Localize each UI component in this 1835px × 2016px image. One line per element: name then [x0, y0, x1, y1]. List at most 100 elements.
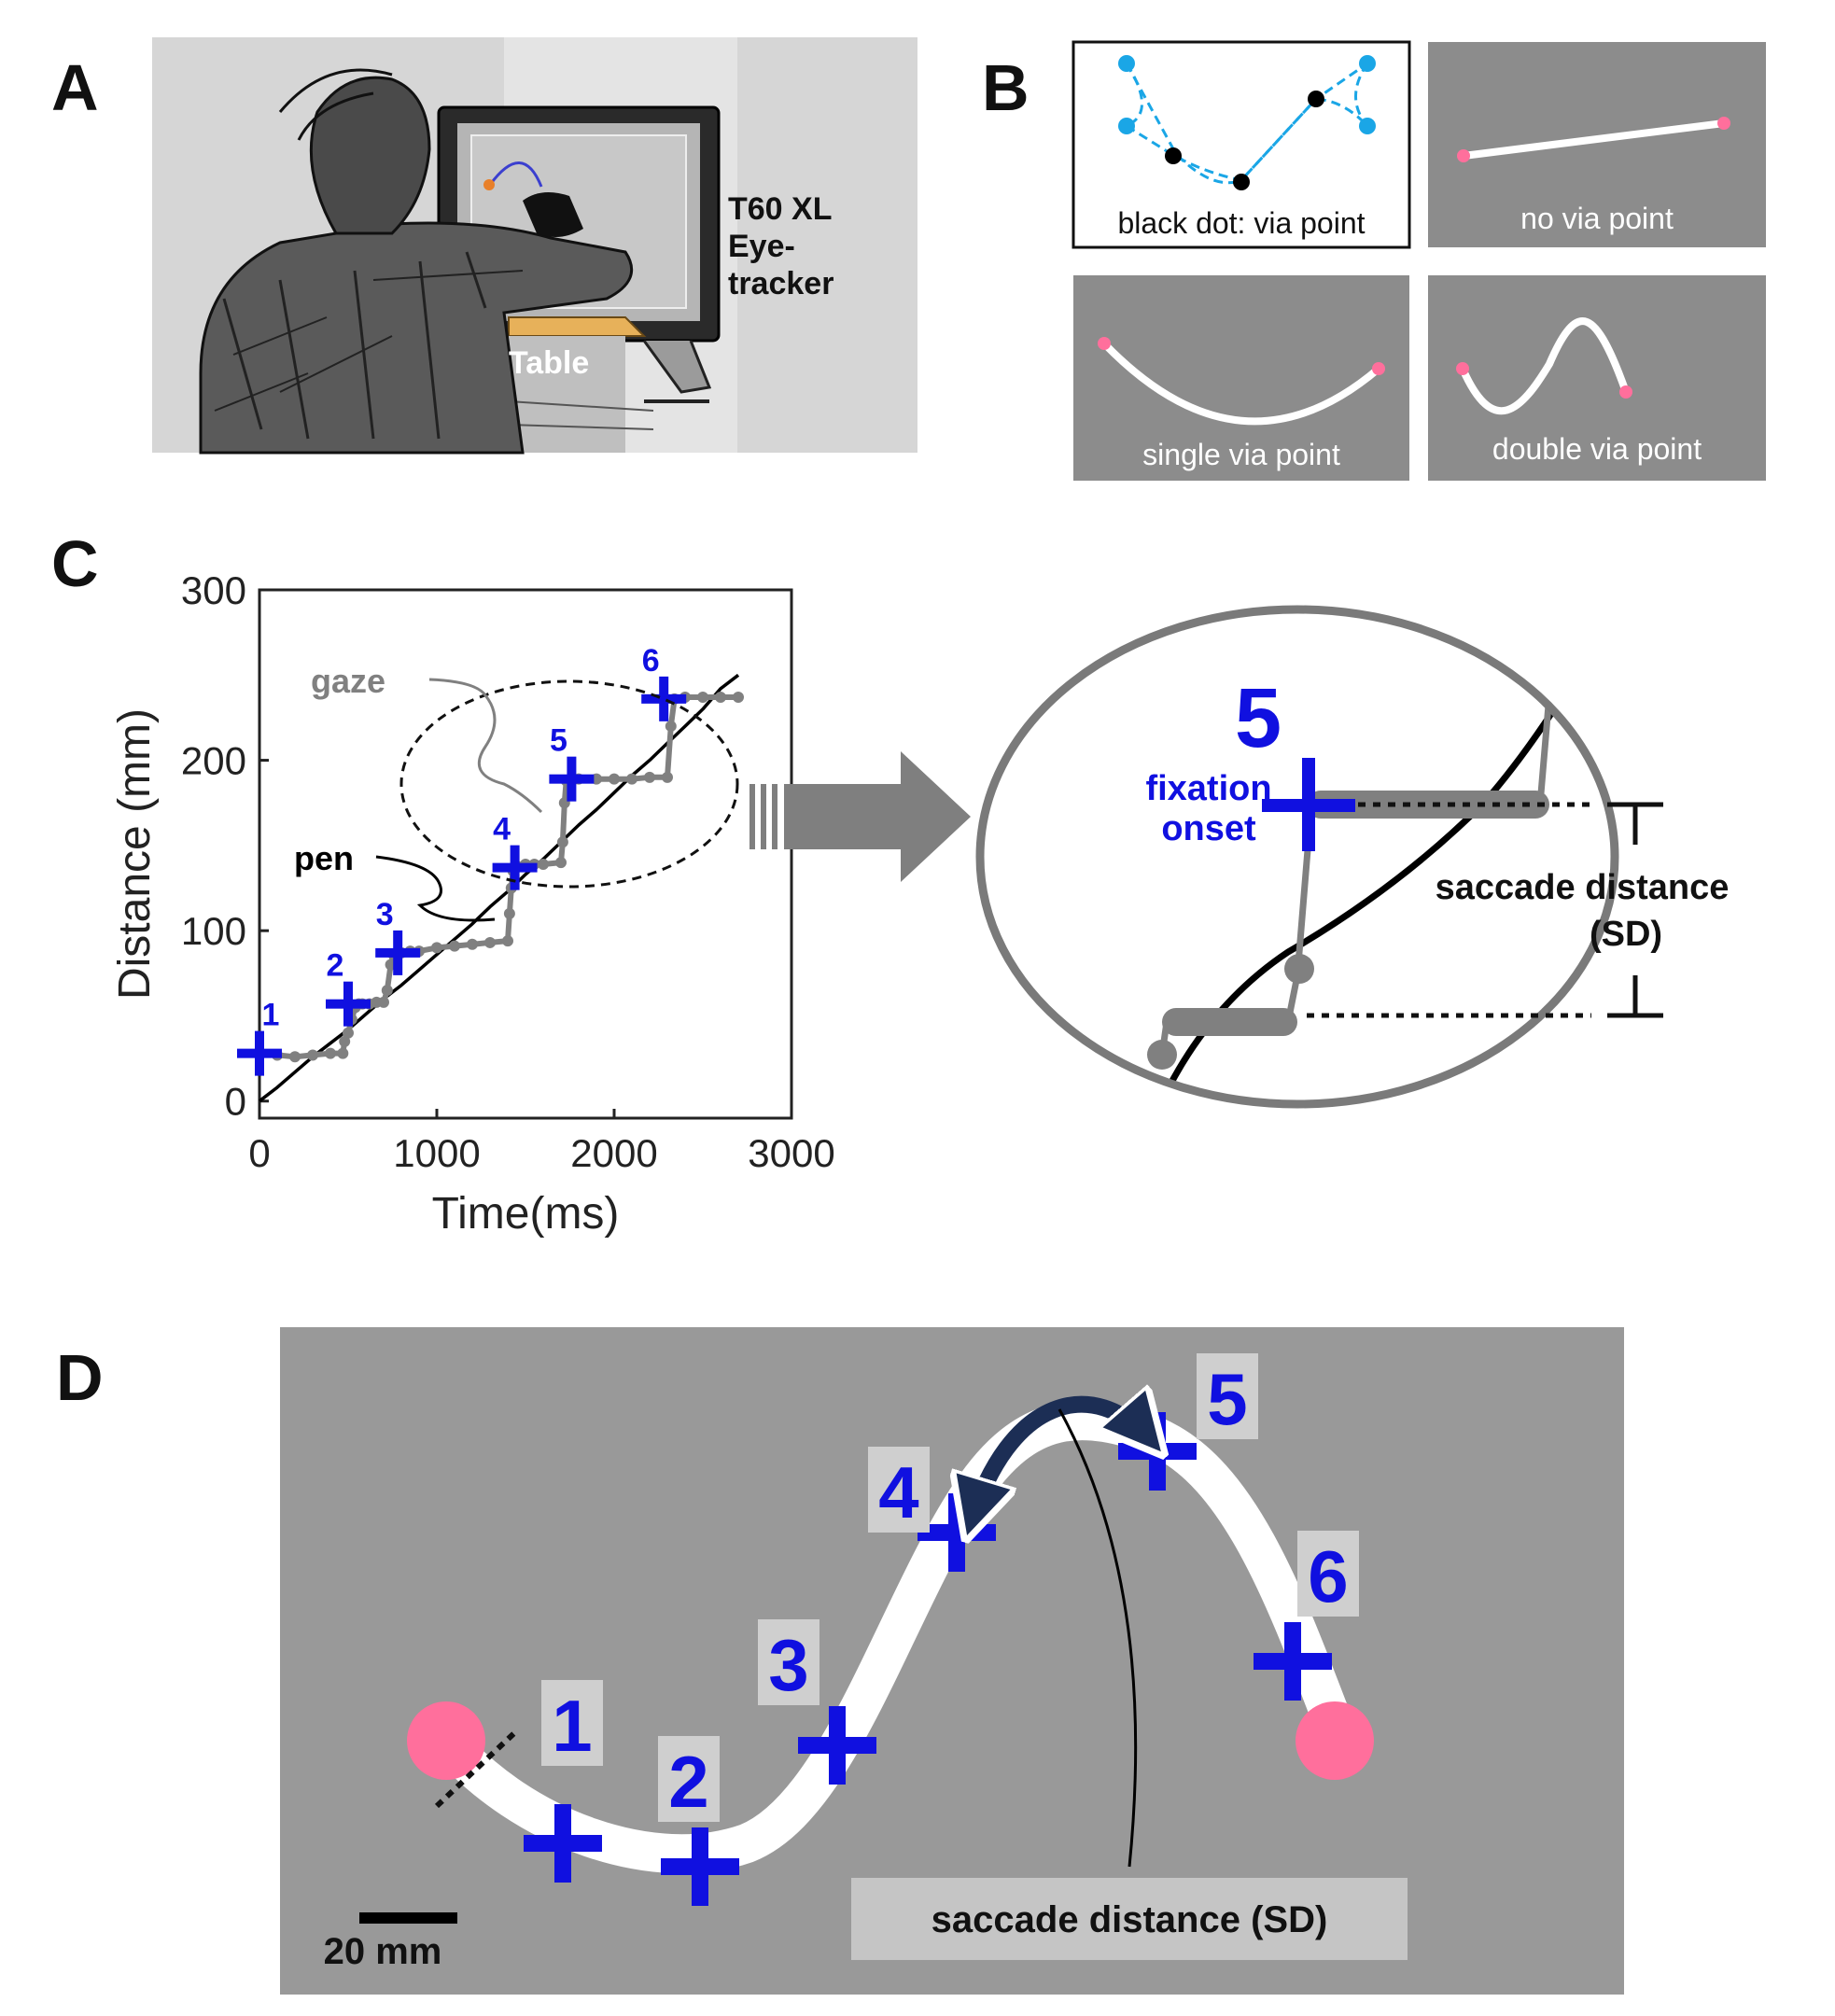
zoom-arrow — [749, 751, 971, 882]
start-marker-line — [434, 1729, 519, 1809]
panel-label-d: D — [56, 1341, 104, 1414]
number-box — [758, 1619, 819, 1705]
fixation-cross — [393, 930, 403, 975]
zoom-region-ellipse — [399, 679, 739, 889]
scale-bar-label: 20 mm — [324, 1931, 442, 1972]
y-axis-label: Distance (mm) — [110, 708, 160, 1000]
gaze-sample — [662, 771, 673, 783]
x-tick-label: 1000 — [393, 1131, 480, 1175]
sd-caption-box — [851, 1878, 1408, 1960]
fixation-number: 5 — [1207, 1358, 1247, 1440]
fixation-number: 6 — [642, 643, 660, 679]
panel-label-a: A — [51, 51, 99, 124]
gaze-sample — [337, 1047, 349, 1059]
device-label: T60 XL — [728, 191, 832, 227]
fixation-cross — [659, 676, 669, 721]
fixation-cross — [554, 1804, 571, 1883]
y-tick-label: 0 — [225, 1080, 246, 1124]
gaze-sample — [626, 773, 637, 785]
cell-caption: no via point — [1520, 202, 1674, 235]
panel-b-cell-single-via-point: single via point — [1073, 275, 1409, 481]
target-dot — [1359, 55, 1376, 72]
fixation-cross — [948, 1493, 965, 1572]
gaze-sample — [343, 1027, 354, 1039]
table-illustration — [508, 316, 654, 453]
zoom-ellipse-border — [975, 605, 1619, 1109]
gaze-sample — [484, 936, 496, 948]
fixation-number: 4 — [493, 812, 511, 847]
gaze-sample — [609, 773, 620, 785]
gaze-sample — [289, 1051, 301, 1063]
target-dot — [1359, 118, 1376, 134]
chart-series — [254, 673, 744, 1103]
pen-callout-line — [375, 855, 496, 922]
table-label: Table — [509, 345, 589, 381]
fixation-number: 5 — [550, 723, 567, 759]
x-tick-label: 3000 — [748, 1131, 834, 1175]
cell-caption: black dot: via point — [1117, 206, 1365, 240]
gaze-sample — [449, 940, 460, 952]
fixation-cross — [343, 981, 353, 1027]
fixation-cross — [255, 1030, 264, 1076]
gaze-sample — [378, 996, 389, 1008]
fixation-number: 6 — [1308, 1535, 1348, 1617]
fixation-onset-label: onset — [1161, 809, 1256, 848]
gaze-sample — [325, 1047, 336, 1059]
panel-b-cell-no-via-point: no via point — [1428, 42, 1766, 247]
fixation-number: 2 — [668, 1741, 708, 1823]
gaze-label: gaze — [311, 662, 385, 700]
x-tick-label: 2000 — [570, 1131, 657, 1175]
gaze-sample — [502, 935, 513, 947]
sd-bracket — [1607, 802, 1663, 1018]
gaze-sample — [733, 692, 744, 704]
fixation-number: 1 — [262, 998, 280, 1033]
gaze-sample — [697, 692, 708, 704]
fixation-number: 3 — [376, 897, 394, 932]
number-box — [1297, 1531, 1359, 1617]
device-label: tracker — [728, 266, 833, 301]
via-point-dot — [1233, 174, 1250, 190]
fixation-number: 2 — [327, 948, 344, 984]
fixation-number: 4 — [878, 1451, 918, 1533]
number-box — [1197, 1353, 1258, 1439]
zoom-inset: 5 fixation onset saccade distance (SD) — [975, 605, 1730, 1109]
y-tick-label: 300 — [181, 568, 246, 612]
sd-label: saccade distance — [1436, 868, 1730, 907]
gaze-sample — [307, 1049, 318, 1061]
end-dot — [1296, 1701, 1374, 1780]
gaze-sample — [467, 938, 478, 950]
panel-label-b: B — [982, 51, 1030, 124]
target-dot — [1118, 118, 1135, 134]
gaze-sample — [555, 857, 567, 869]
fixation-cross — [510, 845, 520, 890]
gaze-sample — [503, 907, 515, 919]
gaze-sample — [665, 721, 677, 733]
panel-label-c: C — [51, 527, 99, 600]
gaze-callout-line — [428, 678, 543, 814]
fixation-cross — [829, 1706, 846, 1785]
gaze-sample — [538, 858, 549, 870]
gaze-sample — [381, 985, 393, 997]
zoom-ellipse-fill — [980, 609, 1615, 1104]
device-label: Eye- — [728, 229, 795, 264]
plot-frame — [258, 588, 793, 1120]
sd-callout-line — [1058, 1408, 1138, 1868]
number-box — [658, 1736, 720, 1822]
y-tick-label: 100 — [181, 909, 246, 953]
fixation-cross — [1149, 1412, 1166, 1491]
zoom-fixation-cross — [1262, 758, 1355, 851]
zoom-fixation-number: 5 — [1235, 672, 1282, 765]
via-point-dot — [1165, 147, 1182, 164]
cell-caption: single via point — [1142, 438, 1340, 471]
series-line-pen — [258, 673, 740, 1103]
sd-caption: saccade distance (SD) — [932, 1899, 1328, 1940]
pen-label: pen — [294, 839, 354, 877]
gaze-sample — [715, 692, 726, 704]
zoom-gaze-fixation — [1307, 791, 1549, 819]
